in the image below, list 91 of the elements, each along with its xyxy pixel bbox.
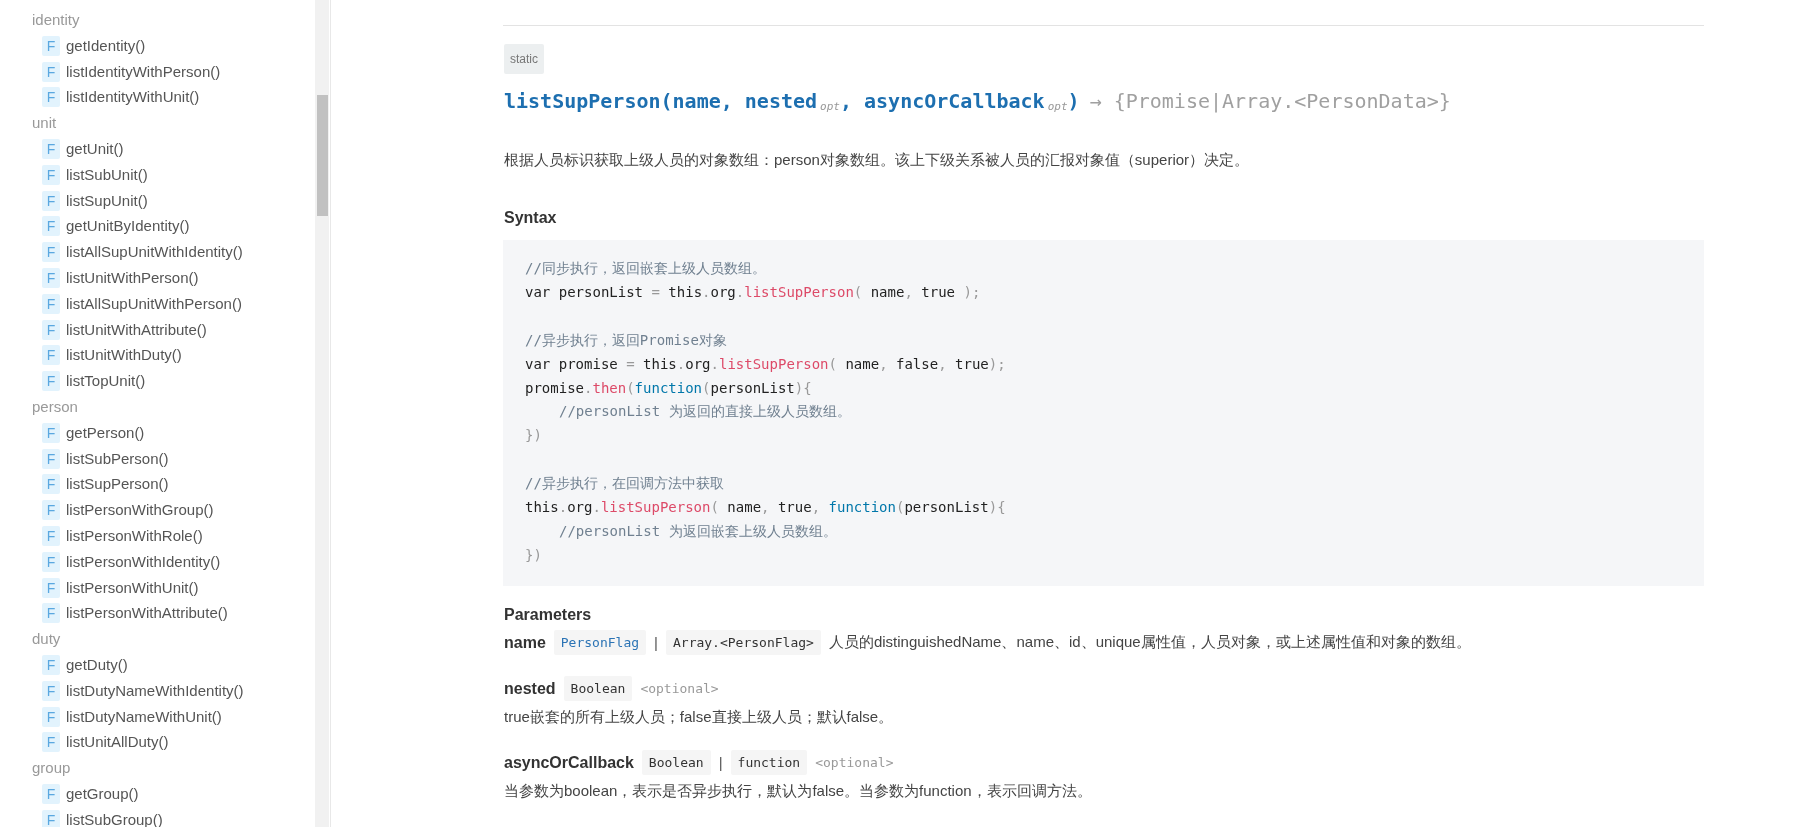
code-line: //personList 为返回嵌套上级人员数组。	[559, 522, 837, 541]
nav-link: listSubPerson()	[66, 449, 169, 467]
nav-link: listTopUnit()	[66, 372, 146, 390]
code-line: //personList 为返回的直接上级人员数组。	[559, 403, 851, 422]
type-tag: Boolean	[641, 750, 711, 775]
type-link: PersonFlag	[553, 630, 647, 655]
nav-link: listDutyNameWithUnit()	[66, 707, 222, 725]
function-marker: F	[42, 190, 60, 211]
function-marker: F	[42, 500, 60, 521]
nav-link: getGroup()	[66, 785, 139, 802]
method-signature: listSupPerson(name, nested$_{opt}$, asyncOrCallback$_{opt}$)	[504, 89, 1080, 113]
function-marker: F	[42, 706, 60, 727]
function-marker: F	[42, 551, 60, 572]
section-heading: group	[32, 759, 71, 777]
nav-link: listUnitWithPerson()	[66, 269, 199, 286]
code-line: //同步执行，返回嵌套上级人员数组。	[525, 260, 766, 278]
optional-tag: <optional>	[640, 681, 719, 696]
nav-link: listUnitWithDuty()	[66, 346, 182, 364]
separator: |	[718, 754, 723, 771]
function-marker: F	[42, 61, 60, 82]
nav-link: getPerson()	[66, 423, 145, 441]
nav-link: listSubGroup()	[66, 810, 163, 827]
nav-link: getUnitByIdentity()	[66, 217, 190, 235]
function-marker: F	[42, 35, 60, 56]
section-heading: unit	[32, 114, 57, 132]
parameter-name: name	[504, 633, 546, 652]
nav-link: listUnitWithAttribute()	[66, 320, 207, 338]
tag-label: static	[504, 44, 544, 74]
parameter-description: true嵌套的所有上级人员；false直接上级人员；默认false。	[504, 708, 894, 727]
function-marker: F	[42, 474, 60, 495]
function-marker: F	[42, 732, 60, 753]
section-heading: person	[32, 398, 78, 415]
type-tag: Boolean	[563, 676, 633, 701]
optional-tag: <optional>	[815, 755, 894, 770]
nav-link: listPersonWithGroup()	[66, 501, 214, 519]
function-marker: F	[42, 345, 60, 366]
function-marker: F	[42, 216, 60, 237]
nav-link: listPersonWithIdentity()	[66, 552, 221, 570]
parameter-description: 人员的distinguishedName、name、id、unique属性值，人员对象，或上述属性值和对象的数组。	[828, 633, 1471, 652]
parameter-description: 当参数为boolean，表示是否异步执行，默认为false。当参数为function，表示回调方法。	[504, 782, 1092, 801]
nav-link: listAllSupUnitWithPerson()	[66, 294, 242, 312]
function-marker: F	[42, 603, 60, 624]
function-marker: F	[42, 784, 60, 804]
code-line: promise.then(function(personList){	[525, 379, 812, 396]
section-heading: Syntax	[504, 209, 557, 227]
code-line: var personList = this.org.listSupPerson( name, true );	[525, 283, 981, 300]
type-tag: function	[730, 750, 808, 775]
code-line: var promise = this.org.listSupPerson( name, false, true);	[525, 355, 1006, 372]
nav-link: listSubUnit()	[66, 165, 148, 183]
code-line: })	[525, 427, 542, 444]
function-marker: F	[42, 577, 60, 598]
type-tag: Array.<PersonFlag>	[666, 630, 821, 655]
nav-link: getDuty()	[66, 656, 128, 673]
code-line: })	[525, 546, 542, 563]
function-marker: F	[42, 448, 60, 469]
nav-link: listAllSupUnitWithIdentity()	[66, 243, 243, 261]
return-type: → {Promise|Array.<PersonData>}	[1089, 89, 1451, 113]
function-marker: F	[42, 655, 60, 675]
function-marker: F	[42, 268, 60, 288]
nav-link: listPersonWithUnit()	[66, 578, 199, 596]
section-heading: duty	[32, 630, 61, 648]
nav-link: listDutyNameWithIdentity()	[66, 681, 244, 699]
nav-link: listPersonWithRole()	[66, 527, 203, 544]
function-marker: F	[42, 526, 60, 546]
function-marker: F	[42, 139, 60, 159]
function-marker: F	[42, 809, 60, 827]
function-marker: F	[42, 164, 60, 185]
nav-link: listIdentityWithPerson()	[66, 62, 221, 80]
nav-link: listIdentityWithUnit()	[66, 88, 200, 106]
parameter-name: nested	[504, 679, 556, 698]
function-marker: F	[42, 680, 60, 701]
nav-link: listSupUnit()	[66, 191, 148, 209]
nav-link: listPersonWithAttribute()	[66, 604, 228, 622]
nav-link: getUnit()	[66, 140, 124, 157]
function-marker: F	[42, 319, 60, 340]
code-line: this.org.listSupPerson( name, true, function(personList){	[525, 499, 1006, 515]
section-heading: Parameters	[504, 606, 592, 624]
nav-link: listUnitAllDuty()	[66, 733, 169, 751]
code-line: //异步执行，返回Promise对象	[525, 331, 727, 350]
section-heading: identity	[32, 11, 80, 28]
nav-link: getIdentity()	[66, 36, 146, 54]
function-marker: F	[42, 87, 60, 108]
separator: |	[654, 634, 658, 651]
function-marker: F	[42, 422, 60, 443]
code-line: //异步执行，在回调方法中获取	[525, 475, 724, 494]
function-marker: F	[42, 293, 60, 314]
nav-link: listSupPerson()	[66, 475, 169, 493]
parameter-name: asyncOrCallback	[504, 753, 634, 772]
description-text: 根据人员标识获取上级人员的对象数组：person对象数组。该上下级关系被人员的汇报对象值（superior）决定。	[504, 151, 1250, 170]
function-marker: F	[42, 371, 60, 392]
function-marker: F	[42, 242, 60, 263]
